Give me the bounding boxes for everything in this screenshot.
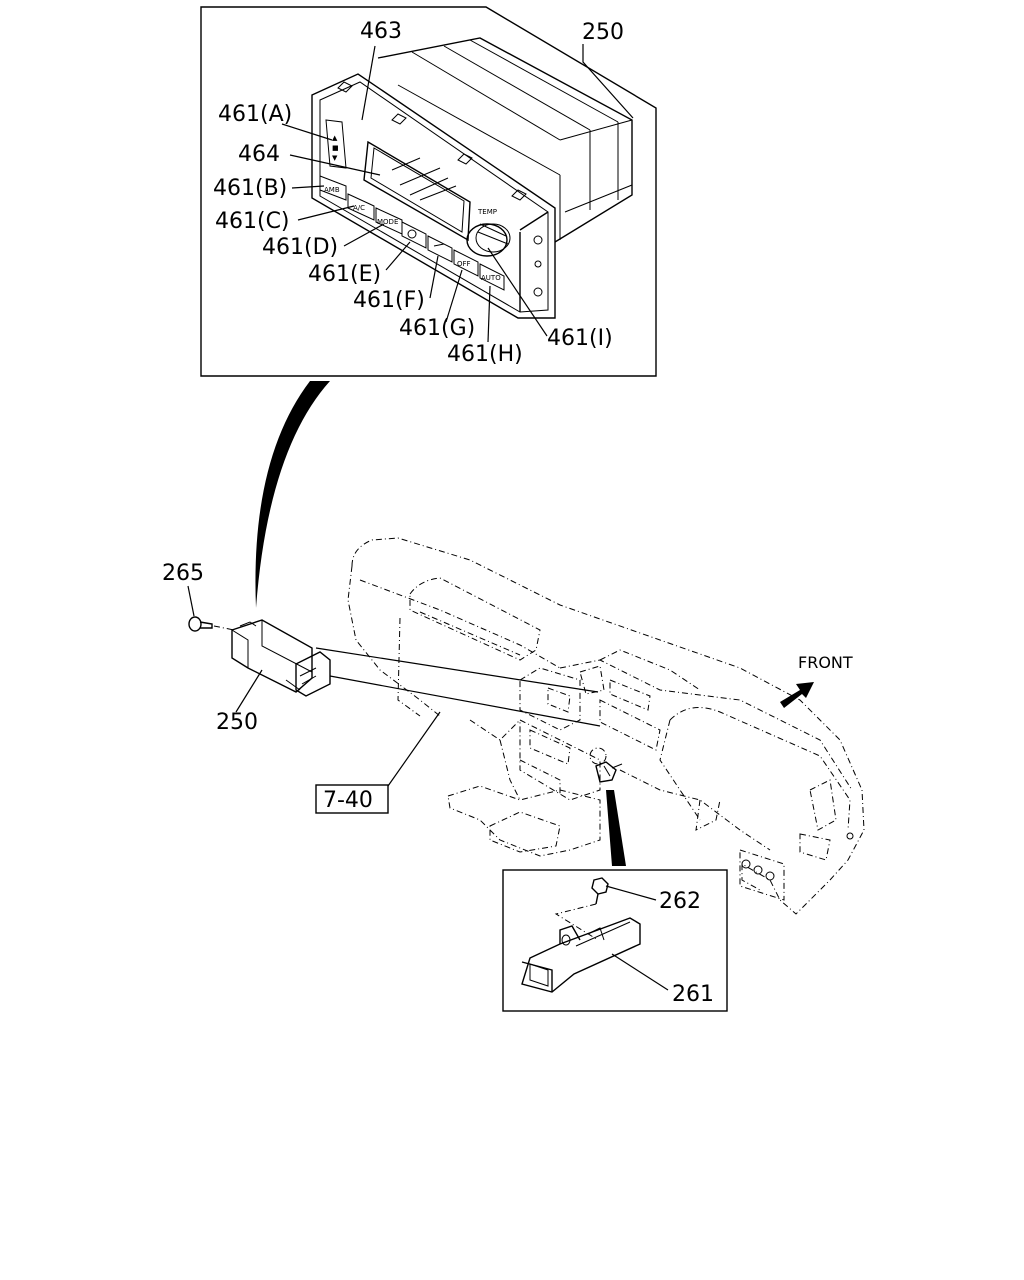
top-inset <box>200 6 657 377</box>
callout-461a: 461(A) <box>218 102 292 127</box>
callout-461h: 461(H) <box>447 342 523 367</box>
callout-265: 265 <box>162 561 204 586</box>
callout-461c: 461(C) <box>215 209 290 234</box>
unit-to-dash-line-upper <box>315 647 599 693</box>
climate-control-unit-detail: ▲ ■ ▼ AMB A/C MODE OFF AUTO TEMP <box>311 37 633 319</box>
callout-461d: 461(D) <box>262 235 338 260</box>
mode-button-label: MODE <box>377 218 398 226</box>
callout-463: 463 <box>360 19 402 44</box>
callout-461e: 461(E) <box>308 262 381 287</box>
screw-265 <box>188 616 235 632</box>
callout-461g: 461(G) <box>399 316 475 341</box>
callout-261: 261 <box>672 982 714 1007</box>
bottom-inset <box>502 869 728 1012</box>
front-direction-label: FRONT <box>798 653 853 672</box>
callout-250-top: 250 <box>582 20 624 45</box>
callout-262: 262 <box>659 889 701 914</box>
dashboard-outline <box>347 537 865 915</box>
callout-464: 464 <box>238 142 280 167</box>
off-button-label: OFF <box>457 260 471 268</box>
temp-label: TEMP <box>477 208 497 216</box>
amb-button-label: AMB <box>324 186 340 194</box>
lower-inset-pointer <box>606 790 626 866</box>
ac-button-label: A/C <box>353 204 365 212</box>
dashboard-ref-box <box>315 784 389 814</box>
front-arrow-icon <box>780 682 814 708</box>
callout-461i: 461(I) <box>547 326 613 351</box>
inset-pointer-curve <box>255 381 330 608</box>
svg-text:■: ■ <box>332 144 339 152</box>
climate-control-unit <box>231 619 331 697</box>
unit-to-dash-line-lower <box>329 675 601 727</box>
svg-text:▼: ▼ <box>332 154 338 162</box>
bracket-detail <box>521 877 641 993</box>
svg-text:▲: ▲ <box>332 134 338 142</box>
callout-461b: 461(B) <box>213 176 287 201</box>
callout-461f: 461(F) <box>353 288 425 313</box>
clip-on-dash <box>595 761 623 783</box>
top-inset-leaders <box>281 44 634 343</box>
callout-250-main: 250 <box>216 710 258 735</box>
auto-button-label: AUTO <box>481 274 501 282</box>
callout-7-40: 7-40 <box>323 788 373 813</box>
